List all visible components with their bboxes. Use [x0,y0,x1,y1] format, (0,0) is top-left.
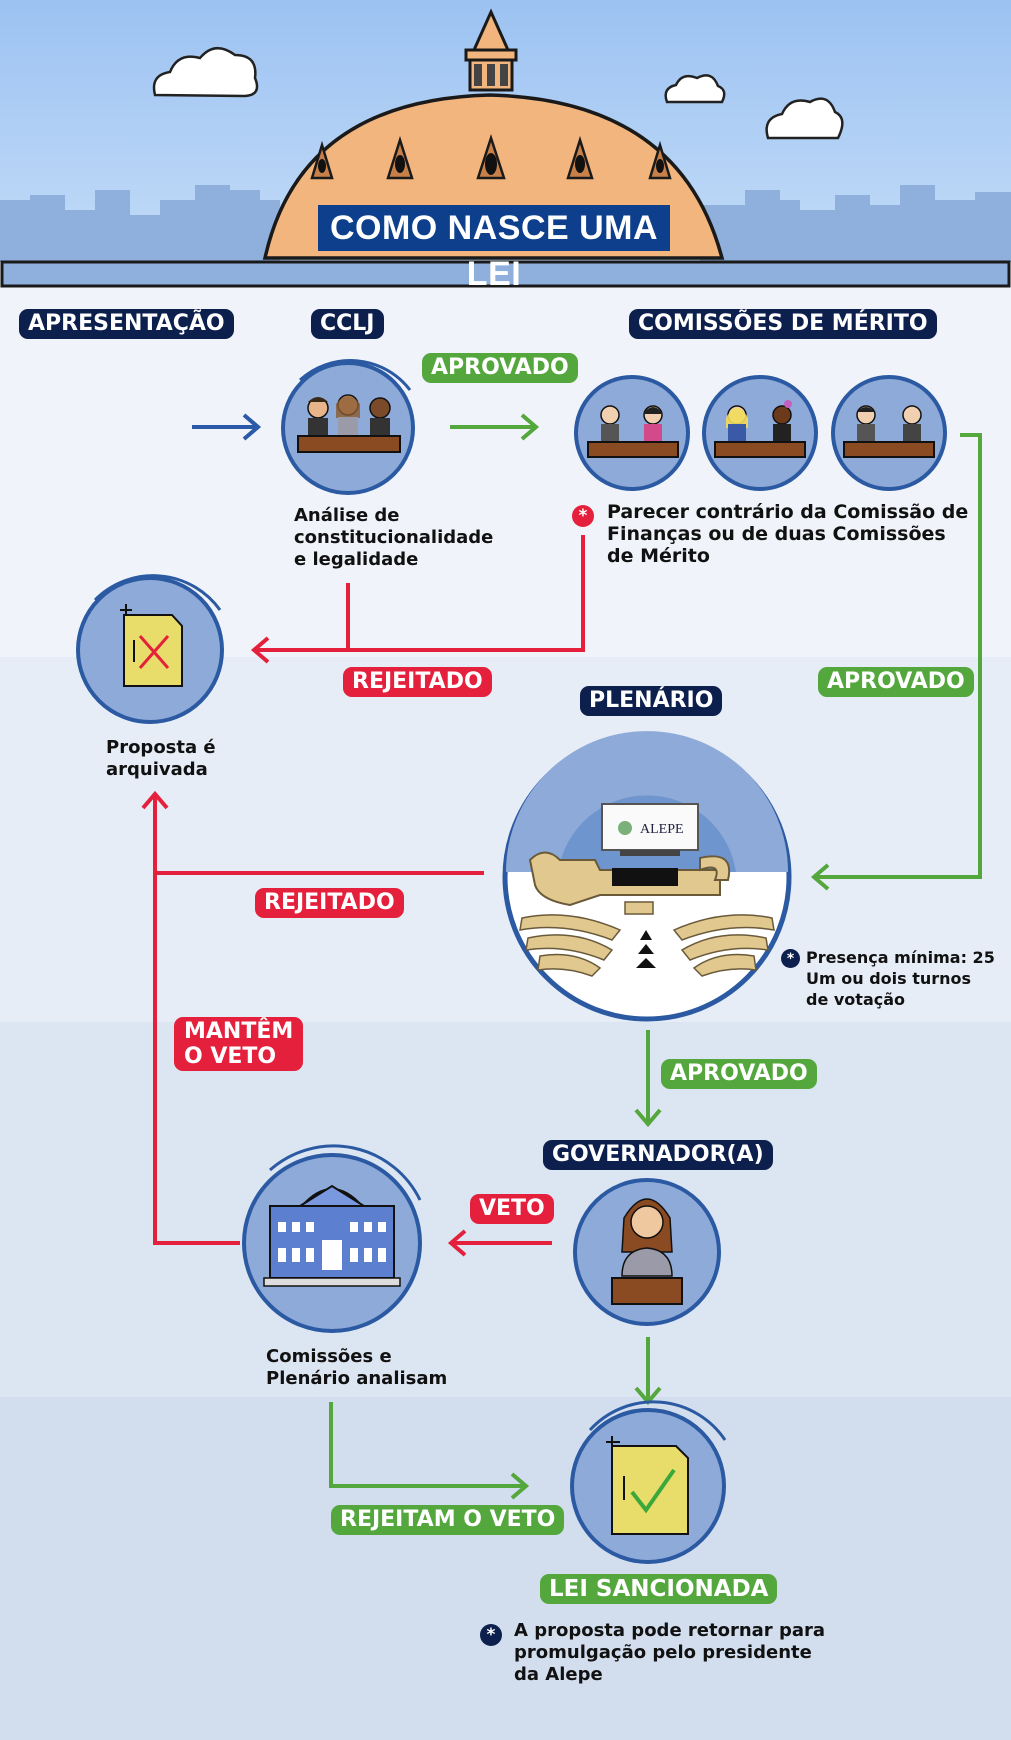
label-aprovado-plenario: APROVADO [661,1059,817,1089]
cloud-icon [152,47,259,98]
label-rejeitam-veto: REJEITAM O VETO [331,1505,565,1535]
label-comissoes-merito: COMISSÕES DE MÉRITO [629,309,937,339]
label-rejeitado-cclj: REJEITADO [343,667,492,697]
label-governador: GOVERNADOR(A) [543,1140,773,1170]
arquivada-text: Proposta é arquivada [106,737,216,780]
cclj-description: Análise de constitucionalidade e legalid… [294,505,494,570]
label-aprovado-cclj: APROVADO [422,353,578,383]
label-cclj: CCLJ [311,309,384,339]
label-apresentacao: APRESENTAÇÃO [19,309,234,339]
asterisk-icon: * [572,505,594,527]
page-title: COMO NASCE UMA LEI [329,209,659,293]
header-illustration [0,0,1011,288]
title-box [318,205,670,251]
presenca-note: Presença mínima: 25 Um ou dois turnos de… [806,948,995,1009]
cloud-icon [765,97,844,140]
label-mantem-veto-line1: MANTÊM [184,1019,294,1044]
background-band-4 [0,1397,1011,1740]
retornar-note: A proposta pode retornar para promulgaçã… [514,1620,826,1685]
label-rejeitado-plenario: REJEITADO [255,888,404,918]
label-aprovado-comissoes: APROVADO [818,667,974,697]
comissoes-plenario-text: Comissões e Plenário analisam [266,1346,448,1389]
label-plenario: PLENÁRIO [580,686,723,716]
label-veto: VETO [470,1194,554,1224]
cloud-icon [664,74,726,104]
label-mantem-veto-line2: O VETO [184,1044,277,1069]
asterisk-icon: * [480,1624,502,1646]
label-lei-sancionada: LEI SANCIONADA [540,1574,778,1604]
label-mantem-veto: MANTÊM O VETO [174,1017,304,1071]
parecer-note: Parecer contrário da Comissão de Finança… [607,501,969,567]
asterisk-icon: * [781,949,800,968]
